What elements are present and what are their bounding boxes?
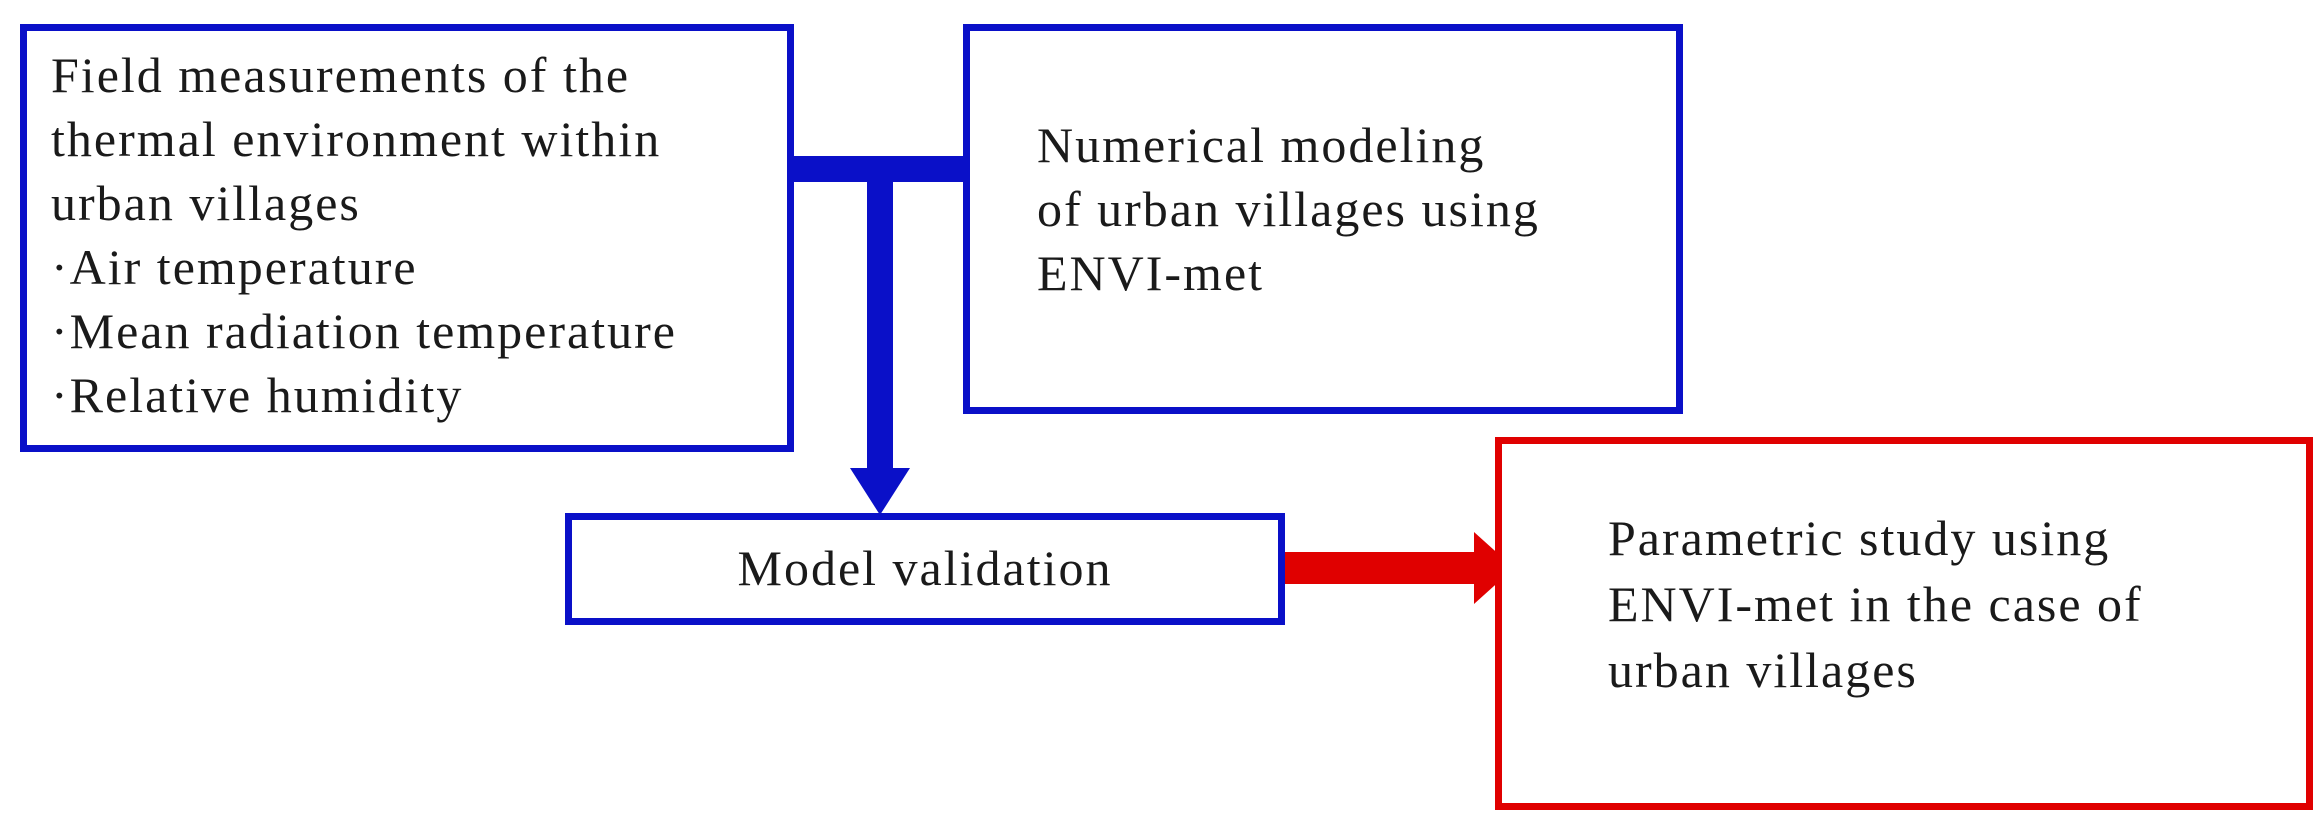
red-arrow-shaft (1284, 552, 1484, 584)
parametric-study-line-1: Parametric study using (1608, 510, 2111, 566)
field-measurements-line-5: ·Mean radiation temperature (51, 303, 677, 359)
model-validation-label: Model validation (737, 540, 1113, 596)
field-measurements-line-3: urban villages (51, 175, 361, 231)
blue-down-stem (867, 170, 893, 470)
red-arrowhead (1474, 532, 1514, 604)
field-measurements-line-6: ·Relative humidity (51, 367, 464, 423)
field-measurements-line-1: Field measurements of the (51, 47, 631, 103)
parametric-study-box: Parametric study using ENVI-met in the c… (1495, 437, 2313, 810)
parametric-study-line-2: ENVI-met in the case of (1608, 576, 2143, 632)
numerical-modeling-box: Numerical modeling of urban villages usi… (963, 24, 1683, 414)
parametric-study-line-3: urban villages (1608, 642, 1918, 698)
numerical-modeling-line-1: Numerical modeling (1037, 117, 1486, 173)
blue-arrowhead (850, 468, 910, 515)
numerical-modeling-line-3: ENVI-met (1037, 245, 1265, 301)
numerical-modeling-line-2: of urban villages using (1037, 181, 1540, 237)
model-validation-box: Model validation (565, 513, 1285, 625)
field-measurements-box: Field measurements of the thermal enviro… (20, 24, 794, 452)
field-measurements-line-4: ·Air temperature (51, 239, 418, 295)
field-measurements-line-2: thermal environment within (51, 111, 662, 167)
